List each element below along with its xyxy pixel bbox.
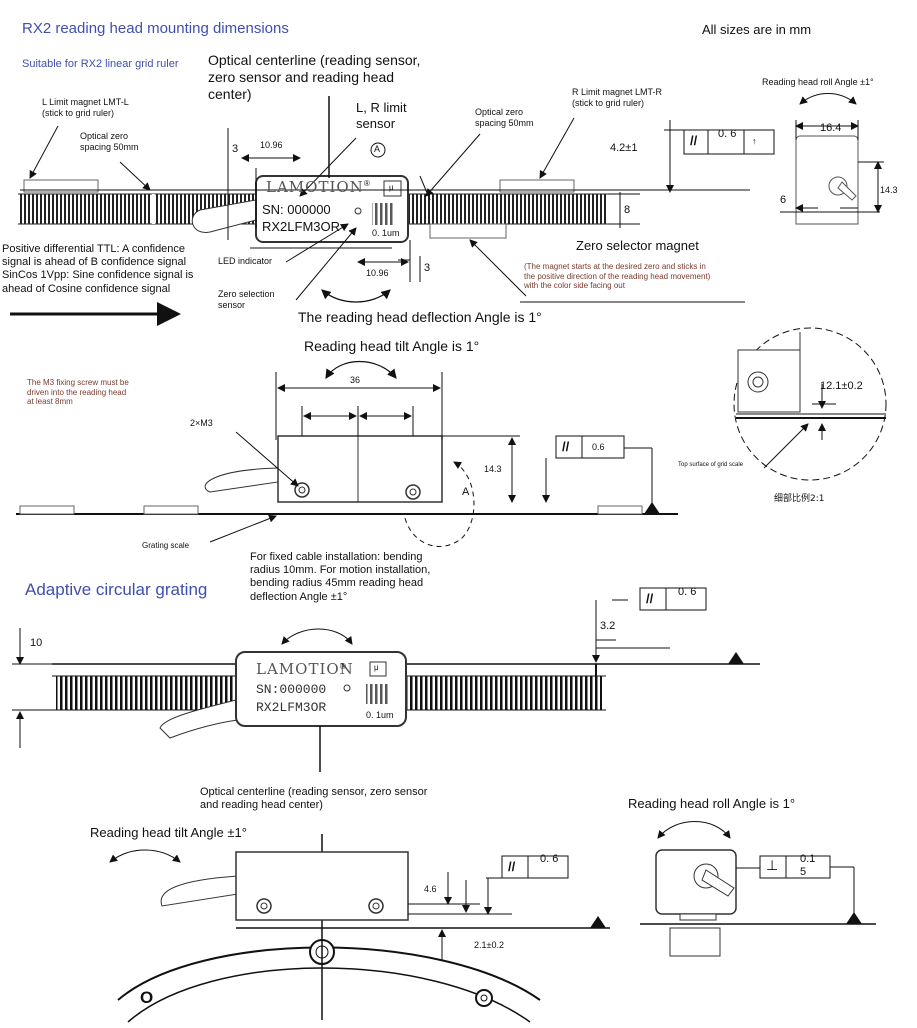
- page-subtitle: Suitable for RX2 linear grid ruler: [22, 58, 179, 70]
- datum-a-label: A: [374, 144, 381, 154]
- head-resolution: 0. 1um: [372, 228, 400, 238]
- head-reg: ®: [364, 179, 370, 188]
- dimension-lines-3: [12, 599, 670, 748]
- led-label: LED indicator: [218, 256, 273, 266]
- head-mu-icon-3: μ: [374, 663, 379, 672]
- side-view-roll: [780, 93, 884, 225]
- datum-a-circle: [370, 142, 386, 158]
- m3-label: 2×M3: [190, 418, 213, 428]
- tolerance-box-3: [639, 587, 707, 611]
- dimension-lines-4: [109, 849, 512, 960]
- dim-3-top: 3: [232, 143, 239, 155]
- dim-3-2: 3.2: [600, 620, 616, 632]
- tilt-arc-2: [325, 360, 475, 547]
- perp-sym: ⊥: [766, 857, 779, 873]
- zero-magnet-note: (The magnet starts at the desired zero a…: [524, 262, 711, 291]
- head-serial-3: SN:000000: [256, 682, 327, 697]
- zero-magnet-label: Zero selector magnet: [576, 238, 699, 253]
- dim-10: 10: [30, 637, 43, 649]
- page-title: RX2 reading head mounting dimensions: [22, 20, 289, 37]
- tol-val-2: 0.6: [592, 442, 605, 452]
- side-view-roll-4: [640, 821, 876, 957]
- dim-3-bottom: 3: [424, 262, 431, 274]
- dim-12-1: 12.1±0.2: [820, 380, 863, 392]
- tol-val-3: 0. 6: [678, 586, 697, 598]
- ring-origin-mark: O: [140, 988, 154, 1007]
- head-mu-icon: μ: [389, 183, 394, 192]
- tol-sym-3: //: [646, 591, 654, 606]
- reading-head-front-4: [160, 851, 610, 929]
- optical-centerline-label: Optical centerline (reading sensor, zero…: [208, 52, 421, 102]
- deflection-label: The reading head deflection Angle is 1°: [298, 309, 542, 325]
- base-line-2: [16, 502, 678, 515]
- grating-scale-label: Grating scale: [142, 541, 190, 550]
- front-view-head: [204, 435, 443, 503]
- top-surface-label: Top surface of grid scale: [678, 462, 744, 468]
- limit-sensor-label: L, R limit sensor: [356, 100, 407, 131]
- dim-4-6: 4.6: [424, 884, 437, 894]
- l-limit-magnet-label: L Limit magnet LMT-L (stick to grid rule…: [42, 97, 129, 118]
- dim-14-3-side: 14.3: [880, 185, 898, 195]
- tol-sym-2: //: [562, 439, 570, 454]
- reading-head-circular: [159, 651, 407, 772]
- m3-note: The M3 fixing screw must be driven into …: [27, 378, 129, 407]
- optical-zero-left-label: Optical zero spacing 50mm: [80, 131, 139, 152]
- perp-val: 0.1 5: [800, 853, 816, 879]
- tolerance-box-4: [501, 855, 569, 879]
- leader-lines-1: [10, 117, 575, 326]
- head-model: RX2LFM3OR: [262, 219, 341, 234]
- dim-36: 36: [350, 375, 361, 385]
- tol-sym-4: //: [508, 859, 516, 874]
- head-serial: SN: 000000: [262, 202, 331, 217]
- dim-4-2: 4.2±1: [610, 142, 638, 154]
- section-heading-circular: Adaptive circular grating: [25, 580, 208, 599]
- detail-scale-label: 细部比例2:1: [774, 494, 825, 504]
- tolerance-box-1: [683, 129, 775, 155]
- dim-6: 6: [780, 194, 787, 206]
- head-brand-3: LAMOTION: [256, 660, 354, 678]
- cable-note: For fixed cable installation: bending ra…: [250, 551, 431, 603]
- roll-angle-label: Reading head roll Angle ±1°: [762, 77, 874, 87]
- tilt-label-2: Reading head tilt Angle is 1°: [304, 338, 480, 354]
- dimension-lines-2: [209, 372, 653, 543]
- head-brand: LAMOTION: [266, 178, 364, 196]
- datum-a-2: A: [462, 486, 470, 498]
- deflection-arc-1: [321, 289, 391, 303]
- dim-16-4: 16.4: [820, 122, 842, 134]
- roll-label-4: Reading head roll Angle is 1°: [628, 796, 796, 811]
- optical-zero-right-label: Optical zero spacing 50mm: [475, 107, 534, 128]
- tol-ref-1: ↑: [752, 136, 757, 146]
- tol-sym-1: //: [690, 133, 698, 148]
- tol-val-1: 0. 6: [718, 128, 737, 140]
- tol-val-4: 0. 6: [540, 853, 559, 865]
- dim-10-96-top: 10.96: [260, 140, 283, 150]
- r-limit-magnet-label: R Limit magnet LMT-R (stick to grid rule…: [572, 87, 663, 108]
- dim-2-1: 2.1±0.2: [474, 940, 504, 950]
- detail-circle: [733, 327, 887, 481]
- zero-sensor-label: Zero selection sensor: [218, 289, 275, 310]
- ttl-note: Positive differential TTL: A confidence …: [2, 243, 194, 295]
- dimension-lines-1: [20, 120, 750, 303]
- units-note: All sizes are in mm: [702, 22, 812, 37]
- optical-centerline-label-4: Optical centerline (reading sensor, zero…: [200, 786, 428, 812]
- head-resolution-3: 0. 1um: [366, 710, 394, 720]
- tolerance-box-2: [555, 435, 625, 459]
- tilt-label-4: Reading head tilt Angle ±1°: [90, 825, 247, 840]
- dim-14-3: 14.3: [484, 464, 502, 474]
- dim-8: 8: [624, 204, 631, 216]
- dim-10-96-bottom: 10.96: [366, 268, 389, 278]
- head-reg-3: ®: [340, 662, 346, 671]
- head-model-3: RX2LFM3OR: [256, 700, 327, 715]
